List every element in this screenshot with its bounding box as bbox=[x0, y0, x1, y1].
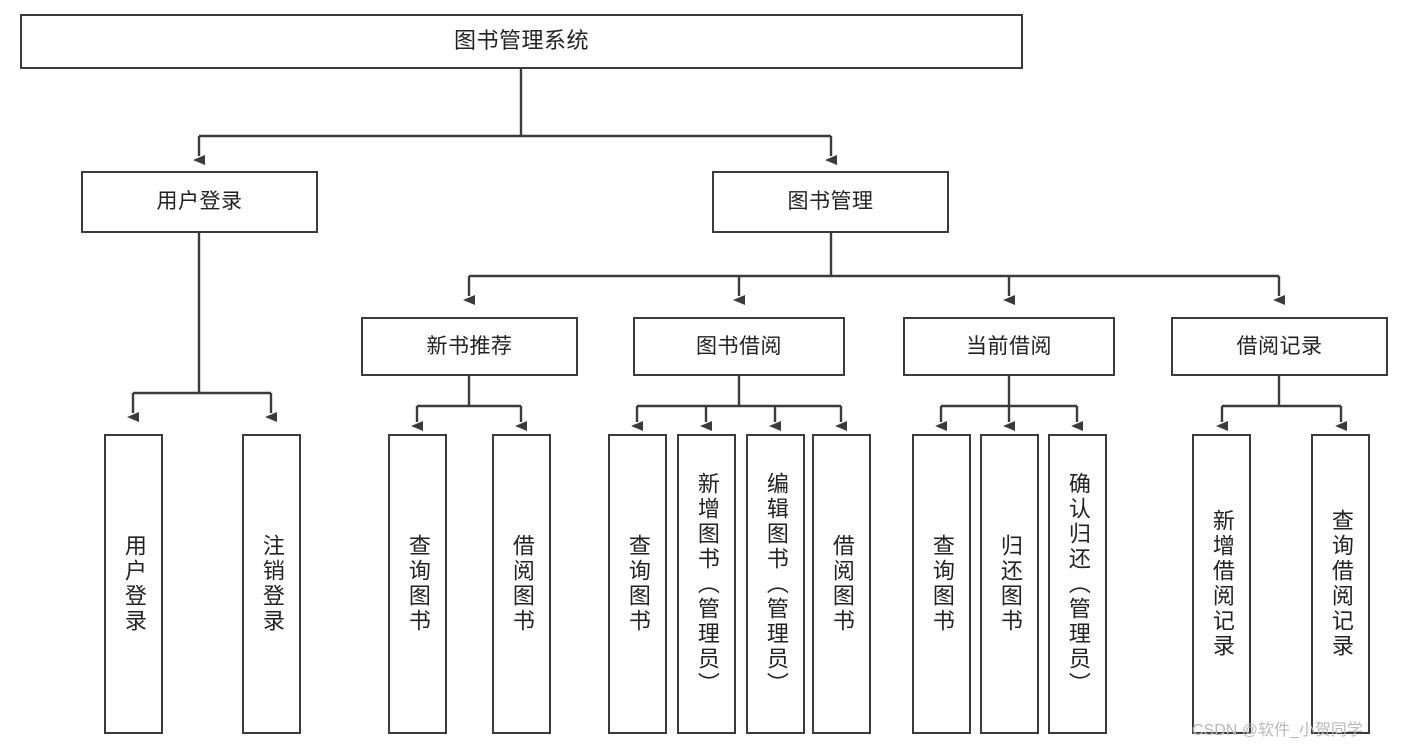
node-current-borrow[interactable]: 当前借阅 bbox=[903, 317, 1115, 376]
node-leaf-edit-book[interactable]: 编辑图书（管理员） bbox=[746, 434, 805, 734]
node-leaf-edit-book-label: 编辑图书（管理员） bbox=[763, 471, 789, 697]
node-leaf-query-book-1-label: 查询图书 bbox=[405, 534, 431, 634]
node-root[interactable]: 图书管理系统 bbox=[20, 14, 1023, 69]
node-leaf-return-book-label: 归还图书 bbox=[997, 534, 1023, 634]
node-leaf-query-book-2-label: 查询图书 bbox=[625, 534, 651, 634]
node-borrow-record[interactable]: 借阅记录 bbox=[1171, 317, 1388, 376]
node-book-manage[interactable]: 图书管理 bbox=[712, 171, 949, 233]
node-leaf-borrow-book-2-label: 借阅图书 bbox=[829, 534, 855, 634]
node-leaf-add-record-label: 新增借阅记录 bbox=[1209, 509, 1235, 659]
node-leaf-borrow-book-1[interactable]: 借阅图书 bbox=[492, 434, 551, 734]
node-borrow-record-label: 借阅记录 bbox=[1236, 334, 1323, 358]
node-leaf-borrow-book-1-label: 借阅图书 bbox=[509, 534, 535, 634]
node-current-borrow-label: 当前借阅 bbox=[966, 334, 1052, 358]
watermark-text: CSDN @软件_小贺同学 bbox=[1192, 722, 1363, 739]
node-user-login[interactable]: 用户登录 bbox=[81, 171, 318, 233]
node-book-manage-label: 图书管理 bbox=[787, 190, 874, 214]
node-leaf-query-book-2[interactable]: 查询图书 bbox=[608, 434, 667, 734]
node-leaf-user-logout[interactable]: 注销登录 bbox=[242, 434, 301, 734]
node-leaf-user-login-label: 用户登录 bbox=[121, 534, 147, 634]
node-leaf-add-book-label: 新增图书（管理员） bbox=[694, 471, 720, 697]
node-leaf-query-record[interactable]: 查询借阅记录 bbox=[1311, 434, 1370, 734]
node-new-book-rec-label: 新书推荐 bbox=[426, 334, 513, 358]
node-leaf-user-login[interactable]: 用户登录 bbox=[104, 434, 163, 734]
node-leaf-user-logout-label: 注销登录 bbox=[259, 534, 285, 634]
node-book-borrow[interactable]: 图书借阅 bbox=[633, 317, 845, 376]
node-leaf-query-record-label: 查询借阅记录 bbox=[1328, 509, 1354, 659]
node-user-login-label: 用户登录 bbox=[156, 190, 243, 214]
node-book-borrow-label: 图书借阅 bbox=[696, 334, 782, 358]
node-leaf-confirm-return-label: 确认归还（管理员） bbox=[1065, 471, 1091, 697]
node-leaf-borrow-book-2[interactable]: 借阅图书 bbox=[812, 434, 871, 734]
node-root-label: 图书管理系统 bbox=[453, 28, 589, 54]
node-leaf-query-book-3[interactable]: 查询图书 bbox=[912, 434, 971, 734]
node-leaf-confirm-return[interactable]: 确认归还（管理员） bbox=[1048, 434, 1107, 734]
node-new-book-rec[interactable]: 新书推荐 bbox=[361, 317, 578, 376]
node-leaf-query-book-1[interactable]: 查询图书 bbox=[388, 434, 447, 734]
node-leaf-query-book-3-label: 查询图书 bbox=[929, 534, 955, 634]
node-leaf-return-book[interactable]: 归还图书 bbox=[980, 434, 1039, 734]
node-leaf-add-book[interactable]: 新增图书（管理员） bbox=[677, 434, 736, 734]
node-leaf-add-record[interactable]: 新增借阅记录 bbox=[1192, 434, 1251, 734]
